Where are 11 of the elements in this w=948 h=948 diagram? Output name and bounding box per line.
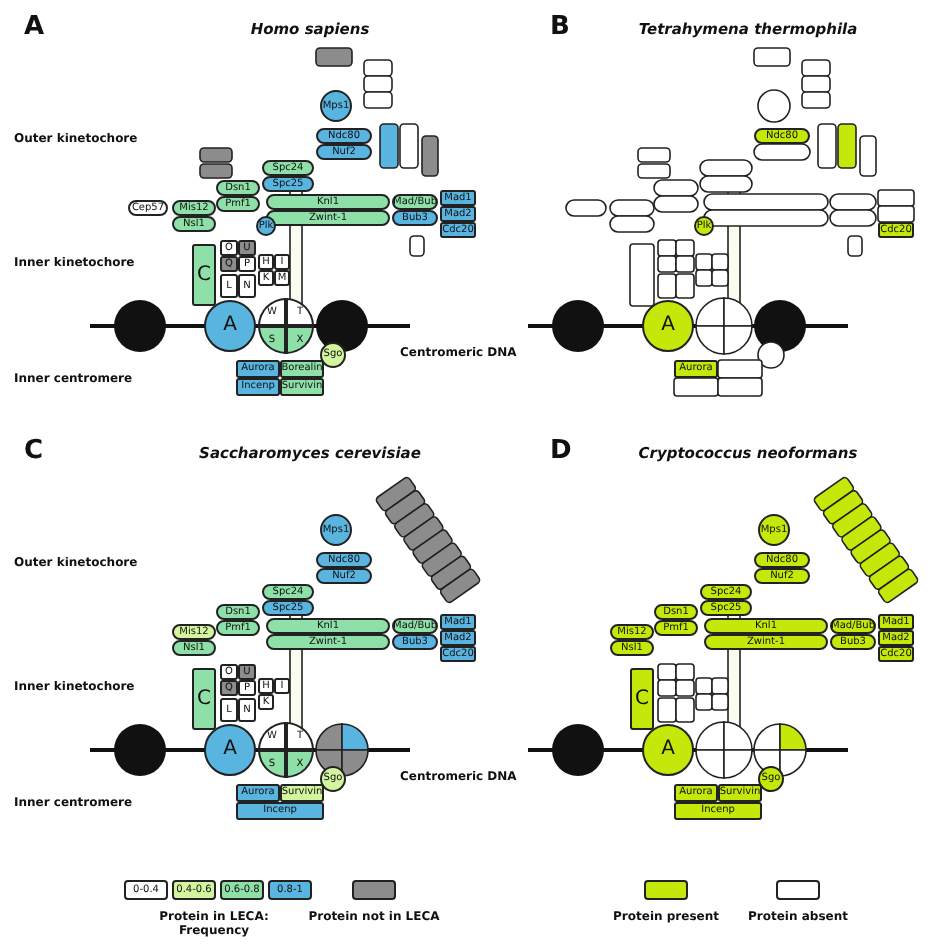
protein-circle: A <box>642 724 694 776</box>
panel-letter: B <box>550 12 570 42</box>
protein-box: C <box>192 244 216 306</box>
protein-circle: A <box>204 724 256 776</box>
panel-letter: C <box>24 436 44 466</box>
panel-letter: A <box>24 12 45 42</box>
protein-circle: A <box>204 300 256 352</box>
protein-box: C <box>630 668 654 730</box>
panel-letter: D <box>550 436 572 466</box>
protein-circle: A <box>642 300 694 352</box>
protein-box: C <box>192 668 216 730</box>
